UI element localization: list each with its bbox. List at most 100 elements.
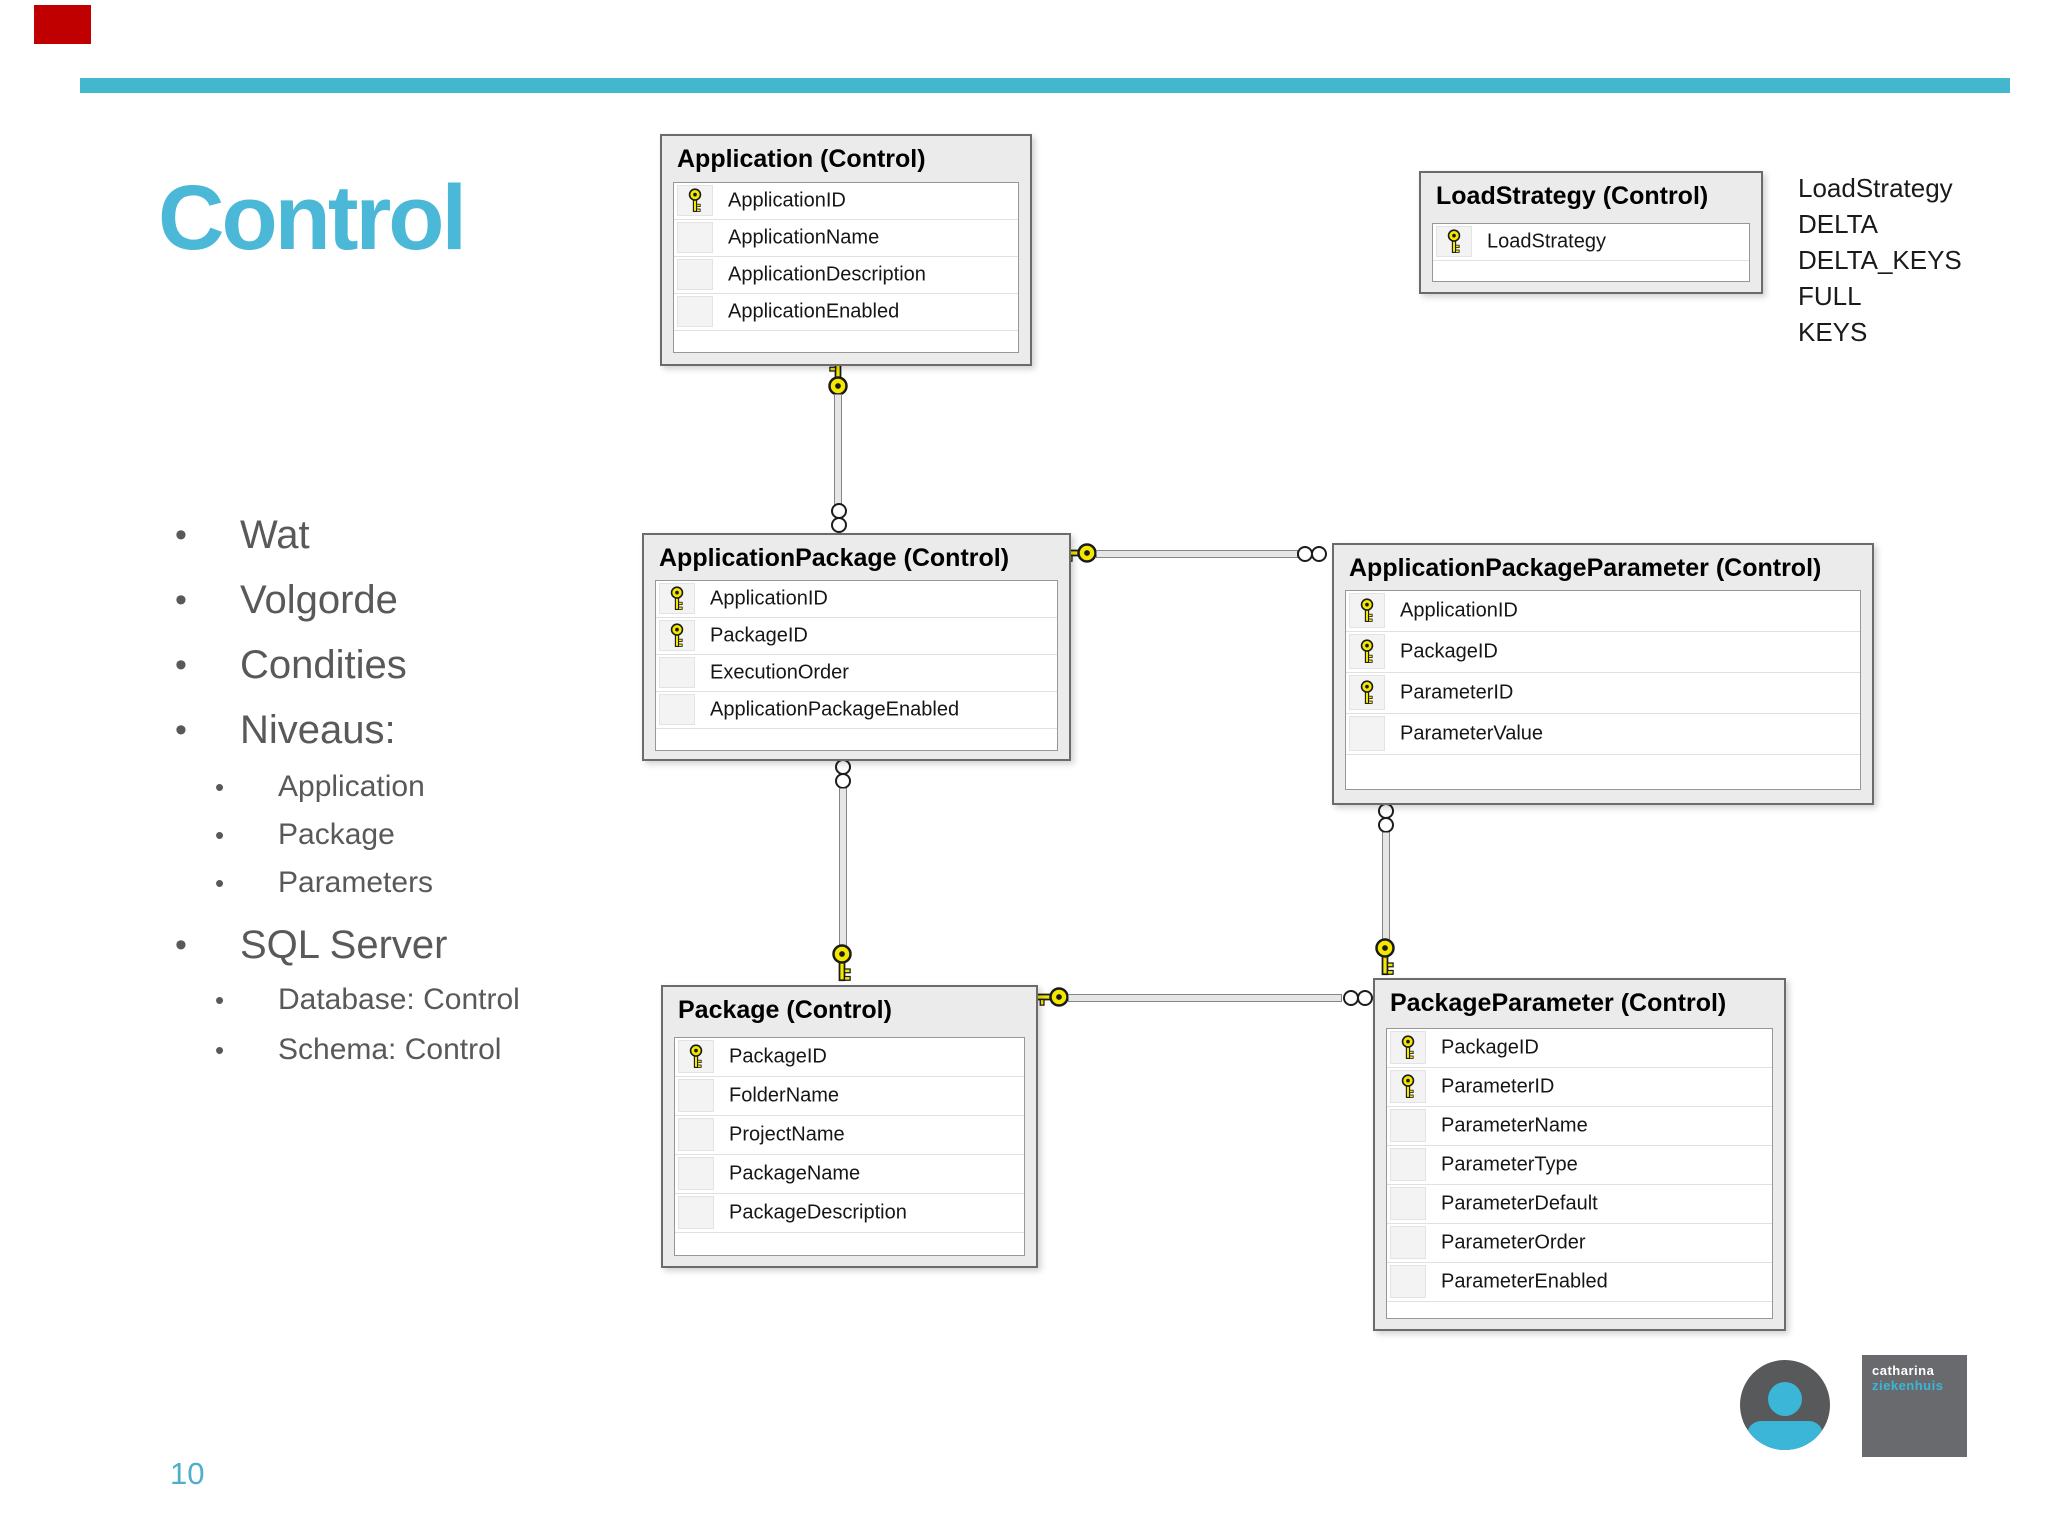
column-icon-cell	[1390, 1187, 1426, 1220]
column-name: ApplicationPackageEnabled	[710, 698, 960, 721]
primary-key-icon	[670, 585, 684, 610]
relationship-line	[1068, 994, 1342, 1002]
key-icon	[1375, 938, 1395, 976]
bullet-dot: •	[215, 1035, 225, 1065]
bullet-item-schema-control: • Schema: Control	[215, 1032, 501, 1068]
bullet-dot: •	[215, 985, 225, 1015]
primary-key-icon	[688, 187, 702, 212]
table-title: Package (Control)	[678, 996, 892, 1024]
primary-key-cell	[1349, 634, 1385, 669]
column-name: FolderName	[729, 1084, 840, 1107]
column-name: PackageName	[729, 1162, 861, 1185]
catharina-ziekenhuis-logo: catharina ziekenhuis	[1862, 1355, 1967, 1457]
column-name: ApplicationID	[1400, 599, 1518, 622]
bullet-dot: •	[215, 772, 225, 802]
primary-key-cell	[659, 620, 695, 651]
primary-key-icon	[1447, 228, 1461, 253]
table-applicationpackageparameter: ApplicationPackageParameter (Control) Ap…	[1332, 543, 1874, 805]
column-icon-cell	[659, 657, 695, 688]
column-name: ApplicationEnabled	[728, 300, 900, 323]
column-list: ApplicationID PackageID ParameterID Paramet…	[1345, 590, 1861, 790]
primary-key-cell	[1436, 226, 1472, 257]
table-title: ApplicationPackageParameter (Control)	[1349, 554, 1822, 582]
table-applicationpackage: ApplicationPackage (Control) Application…	[642, 533, 1071, 761]
column-name: ApplicationName	[728, 226, 880, 249]
column-row: PackageID	[1346, 632, 1860, 673]
column-row: ParameterID	[1346, 673, 1860, 714]
table-title: PackageParameter (Control)	[1390, 989, 1727, 1017]
column-name: ParameterEnabled	[1441, 1270, 1608, 1293]
primary-key-icon	[670, 622, 684, 647]
bullet-label: Application	[278, 770, 425, 803]
bullet-item-package: • Package	[215, 817, 395, 853]
table-title: ApplicationPackage (Control)	[659, 544, 1010, 572]
column-name: PackageDescription	[729, 1201, 907, 1224]
column-row: ParameterOrder	[1387, 1224, 1772, 1263]
primary-key-cell	[1349, 593, 1385, 628]
bullet-label: Parameters	[278, 866, 434, 899]
bullet-label: Volgorde	[240, 578, 398, 622]
many-symbol	[1378, 817, 1394, 833]
primary-key-cell	[1349, 675, 1385, 710]
primary-key-icon	[1360, 638, 1374, 663]
primary-key-cell	[677, 185, 713, 216]
column-row: ProjectName	[675, 1116, 1024, 1155]
column-name: PackageID	[729, 1045, 827, 1068]
column-icon-cell	[1349, 716, 1385, 751]
bullet-item-application: • Application	[215, 769, 425, 805]
column-name: ApplicationID	[710, 587, 828, 610]
many-symbol	[835, 773, 851, 789]
column-row: ApplicationDescription	[674, 257, 1018, 294]
bullet-item-condities: • Condities	[175, 641, 407, 689]
logo-text-line2: ziekenhuis	[1872, 1378, 1944, 1393]
column-row: ApplicationID	[656, 581, 1057, 618]
column-name: ParameterID	[1400, 681, 1514, 704]
loadstrategy-values: LoadStrategy DELTA DELTA_KEYS FULL KEYS	[1798, 170, 1962, 350]
column-list: LoadStrategy	[1432, 223, 1750, 282]
column-icon-cell	[677, 259, 713, 290]
column-row: PackageID	[675, 1038, 1024, 1077]
primary-key-icon	[1360, 597, 1374, 622]
column-icon-cell	[1390, 1265, 1426, 1298]
primary-key-cell	[659, 583, 695, 614]
slide-title: Control	[158, 167, 467, 269]
column-name: ParameterValue	[1400, 722, 1544, 745]
column-row: ParameterEnabled	[1387, 1263, 1772, 1302]
column-row: ApplicationID	[1346, 591, 1860, 632]
column-row: PackageDescription	[675, 1194, 1024, 1233]
bullet-item-volgorde: • Volgorde	[175, 576, 398, 624]
bullet-dot: •	[215, 820, 225, 850]
column-row: ApplicationEnabled	[674, 294, 1018, 331]
bullet-dot: •	[175, 516, 187, 554]
primary-key-icon	[689, 1043, 703, 1068]
column-name: ParameterOrder	[1441, 1231, 1586, 1254]
column-name: ParameterType	[1441, 1153, 1578, 1176]
bullet-dot: •	[175, 646, 187, 684]
many-symbol	[831, 517, 847, 533]
many-symbol	[1311, 546, 1327, 562]
bullet-dot: •	[175, 581, 187, 619]
column-icon-cell	[677, 296, 713, 327]
column-name: ParameterID	[1441, 1075, 1555, 1098]
table-title: LoadStrategy (Control)	[1436, 182, 1709, 210]
column-name: PackageID	[710, 624, 808, 647]
column-row: PackageID	[656, 618, 1057, 655]
column-name: ApplicationDescription	[728, 263, 926, 286]
column-icon-cell	[677, 222, 713, 253]
column-name: ApplicationID	[728, 189, 846, 212]
column-row: FolderName	[675, 1077, 1024, 1116]
bullet-label: Schema: Control	[278, 1033, 502, 1066]
bullet-item-niveaus: • Niveaus:	[175, 706, 396, 754]
column-name: LoadStrategy	[1487, 230, 1606, 253]
loadstrategy-value: DELTA_KEYS	[1798, 245, 1962, 275]
relationship-line	[1096, 550, 1298, 558]
column-name: ProjectName	[729, 1123, 845, 1146]
primary-key-cell	[1390, 1070, 1426, 1103]
column-row: ParameterType	[1387, 1146, 1772, 1185]
